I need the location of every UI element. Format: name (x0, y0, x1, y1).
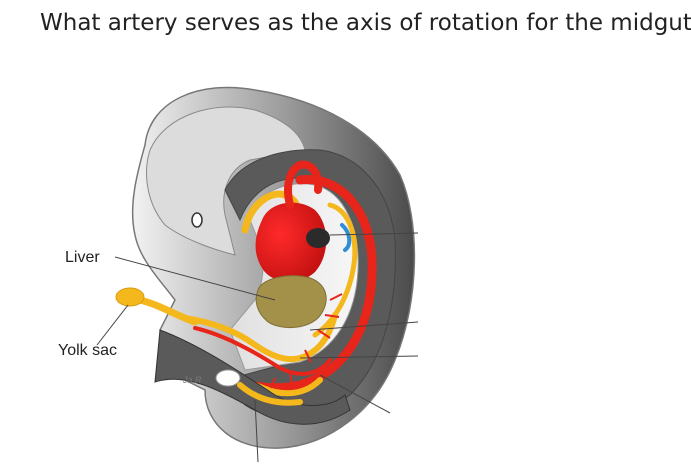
otic-vesicle (191, 212, 203, 228)
tail-band (154, 329, 351, 425)
yolk-stalk (136, 296, 199, 326)
vitelline-artery (193, 326, 332, 376)
liver-leader (114, 256, 276, 301)
yolk-sac-label: Yolk sac (58, 342, 117, 359)
artist-signature: Ja.R (182, 375, 202, 385)
allantois (215, 369, 241, 387)
yolk-sac (115, 287, 145, 307)
pointer-line-5 (254, 399, 259, 463)
head-region (145, 106, 306, 256)
pointer-line-3 (299, 355, 419, 359)
liver (255, 275, 327, 328)
vitelline-vein-right (312, 202, 358, 338)
liver-label: Liver (65, 249, 100, 266)
mesenteric-branches (270, 293, 343, 389)
question-text: What artery serves as the axis of rotati… (40, 10, 691, 36)
blue-vessel (340, 223, 352, 252)
pointer-line-1 (329, 232, 419, 236)
outflow-tract (306, 228, 330, 248)
hindgut (237, 382, 303, 406)
gut-tube (182, 312, 338, 363)
yolk-sac-leader (96, 304, 129, 346)
pointer-line-2 (309, 321, 419, 331)
heart (255, 202, 327, 282)
pointer-line-4 (319, 374, 391, 414)
